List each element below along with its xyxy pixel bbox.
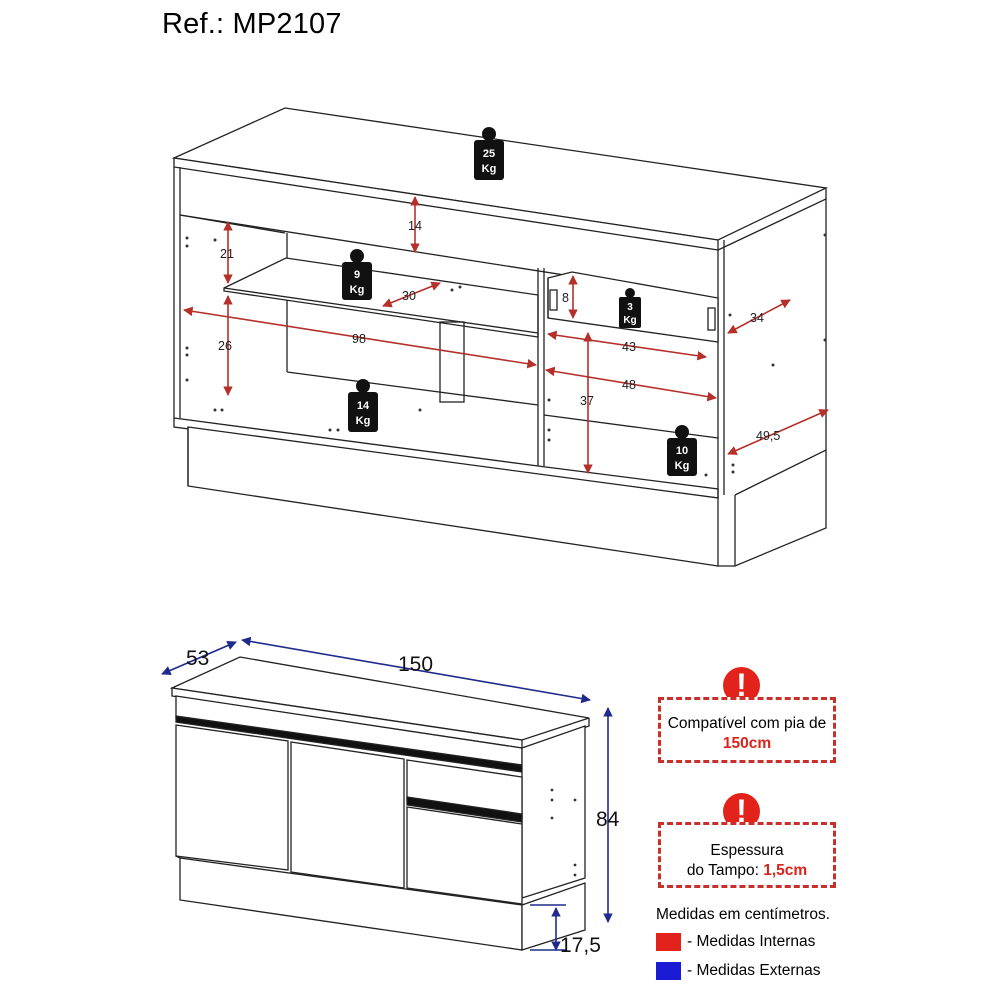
shelf	[223, 257, 539, 338]
dim-label-53: 53	[186, 647, 209, 670]
dim-label-84: 84	[596, 808, 620, 831]
reference-title: Ref.: MP2107	[162, 8, 342, 40]
svg-text:Kg: Kg	[675, 460, 690, 472]
dim-label-98: 98	[352, 332, 366, 346]
sink-note-line1: Compatível com pia de	[667, 715, 827, 732]
internal-dimension-labels: 14 21 30 26 98 8 34 43 48 37 49,5	[218, 219, 780, 443]
dim-label-8: 8	[562, 291, 569, 305]
dim-label-34: 34	[750, 311, 764, 325]
dim-label-48: 48	[622, 378, 636, 392]
dim-line-34	[727, 299, 791, 334]
closed-cabinet-drawing	[169, 656, 590, 951]
svg-text:Kg: Kg	[482, 163, 497, 175]
weight-icon-shelf: 9 Kg	[342, 249, 372, 300]
cabinet-plinth	[187, 426, 719, 567]
dim-label-26: 26	[218, 339, 232, 353]
svg-text:14: 14	[357, 400, 370, 412]
svg-text:3: 3	[627, 302, 633, 313]
dim-label-17-5: 17,5	[560, 934, 601, 957]
weight-icon-drawer: 3 Kg	[619, 288, 641, 328]
weight-icon-top: 25 Kg	[474, 127, 504, 180]
drawer-front-bottom	[406, 806, 523, 905]
thickness-note-prefix: do Tampo:	[686, 862, 759, 879]
dim-label-30: 30	[402, 289, 416, 303]
top-thickness-note: Espessura do Tampo: 1,5cm	[658, 822, 836, 888]
thickness-note-value: 1,5cm	[763, 862, 808, 879]
dim-label-43: 43	[622, 340, 636, 354]
external-swatch	[656, 962, 681, 980]
dim-line-53	[161, 641, 237, 675]
sink-note-line2: 150cm	[722, 735, 772, 752]
sink-compatibility-note: Compatível com pia de 150cm	[658, 697, 836, 763]
dim-line-43	[547, 330, 707, 361]
internal-swatch	[656, 933, 681, 951]
weight-icon-bottom: 14 Kg	[348, 379, 378, 432]
svg-text:Kg: Kg	[350, 284, 365, 296]
weight-icon-right-bottom: 10 Kg	[667, 425, 697, 476]
dim-label-49-5: 49,5	[756, 429, 780, 443]
dim-line-49-5	[727, 409, 829, 455]
dim-line-30	[382, 281, 441, 308]
legend-external-label: - Medidas Externas	[687, 962, 821, 979]
dim-line-48	[545, 366, 717, 402]
dim-label-150: 150	[398, 653, 433, 676]
dim-label-21: 21	[220, 247, 234, 261]
svg-text:10: 10	[676, 445, 688, 457]
dim-label-37: 37	[580, 394, 594, 408]
svg-text:9: 9	[354, 269, 360, 281]
legend-internal: - Medidas Internas	[656, 933, 815, 951]
thickness-note-line1: Espessura	[710, 842, 784, 859]
dim-line-150	[241, 636, 591, 704]
dim-label-14: 14	[408, 219, 422, 233]
dim-line-98	[183, 306, 537, 369]
legend-external: - Medidas Externas	[656, 962, 821, 980]
legend-internal-label: - Medidas Internas	[687, 933, 816, 950]
external-dimension-labels: 53 150 84 17,5	[186, 647, 620, 957]
svg-text:Kg: Kg	[356, 415, 371, 427]
internal-dimension-lines	[183, 196, 829, 474]
external-dimension-lines	[161, 636, 613, 951]
svg-text:25: 25	[483, 148, 495, 160]
svg-text:Kg: Kg	[623, 315, 636, 326]
legend-title: Medidas em centímetros.	[656, 906, 831, 923]
door-middle	[290, 741, 405, 889]
door-left	[175, 724, 289, 871]
